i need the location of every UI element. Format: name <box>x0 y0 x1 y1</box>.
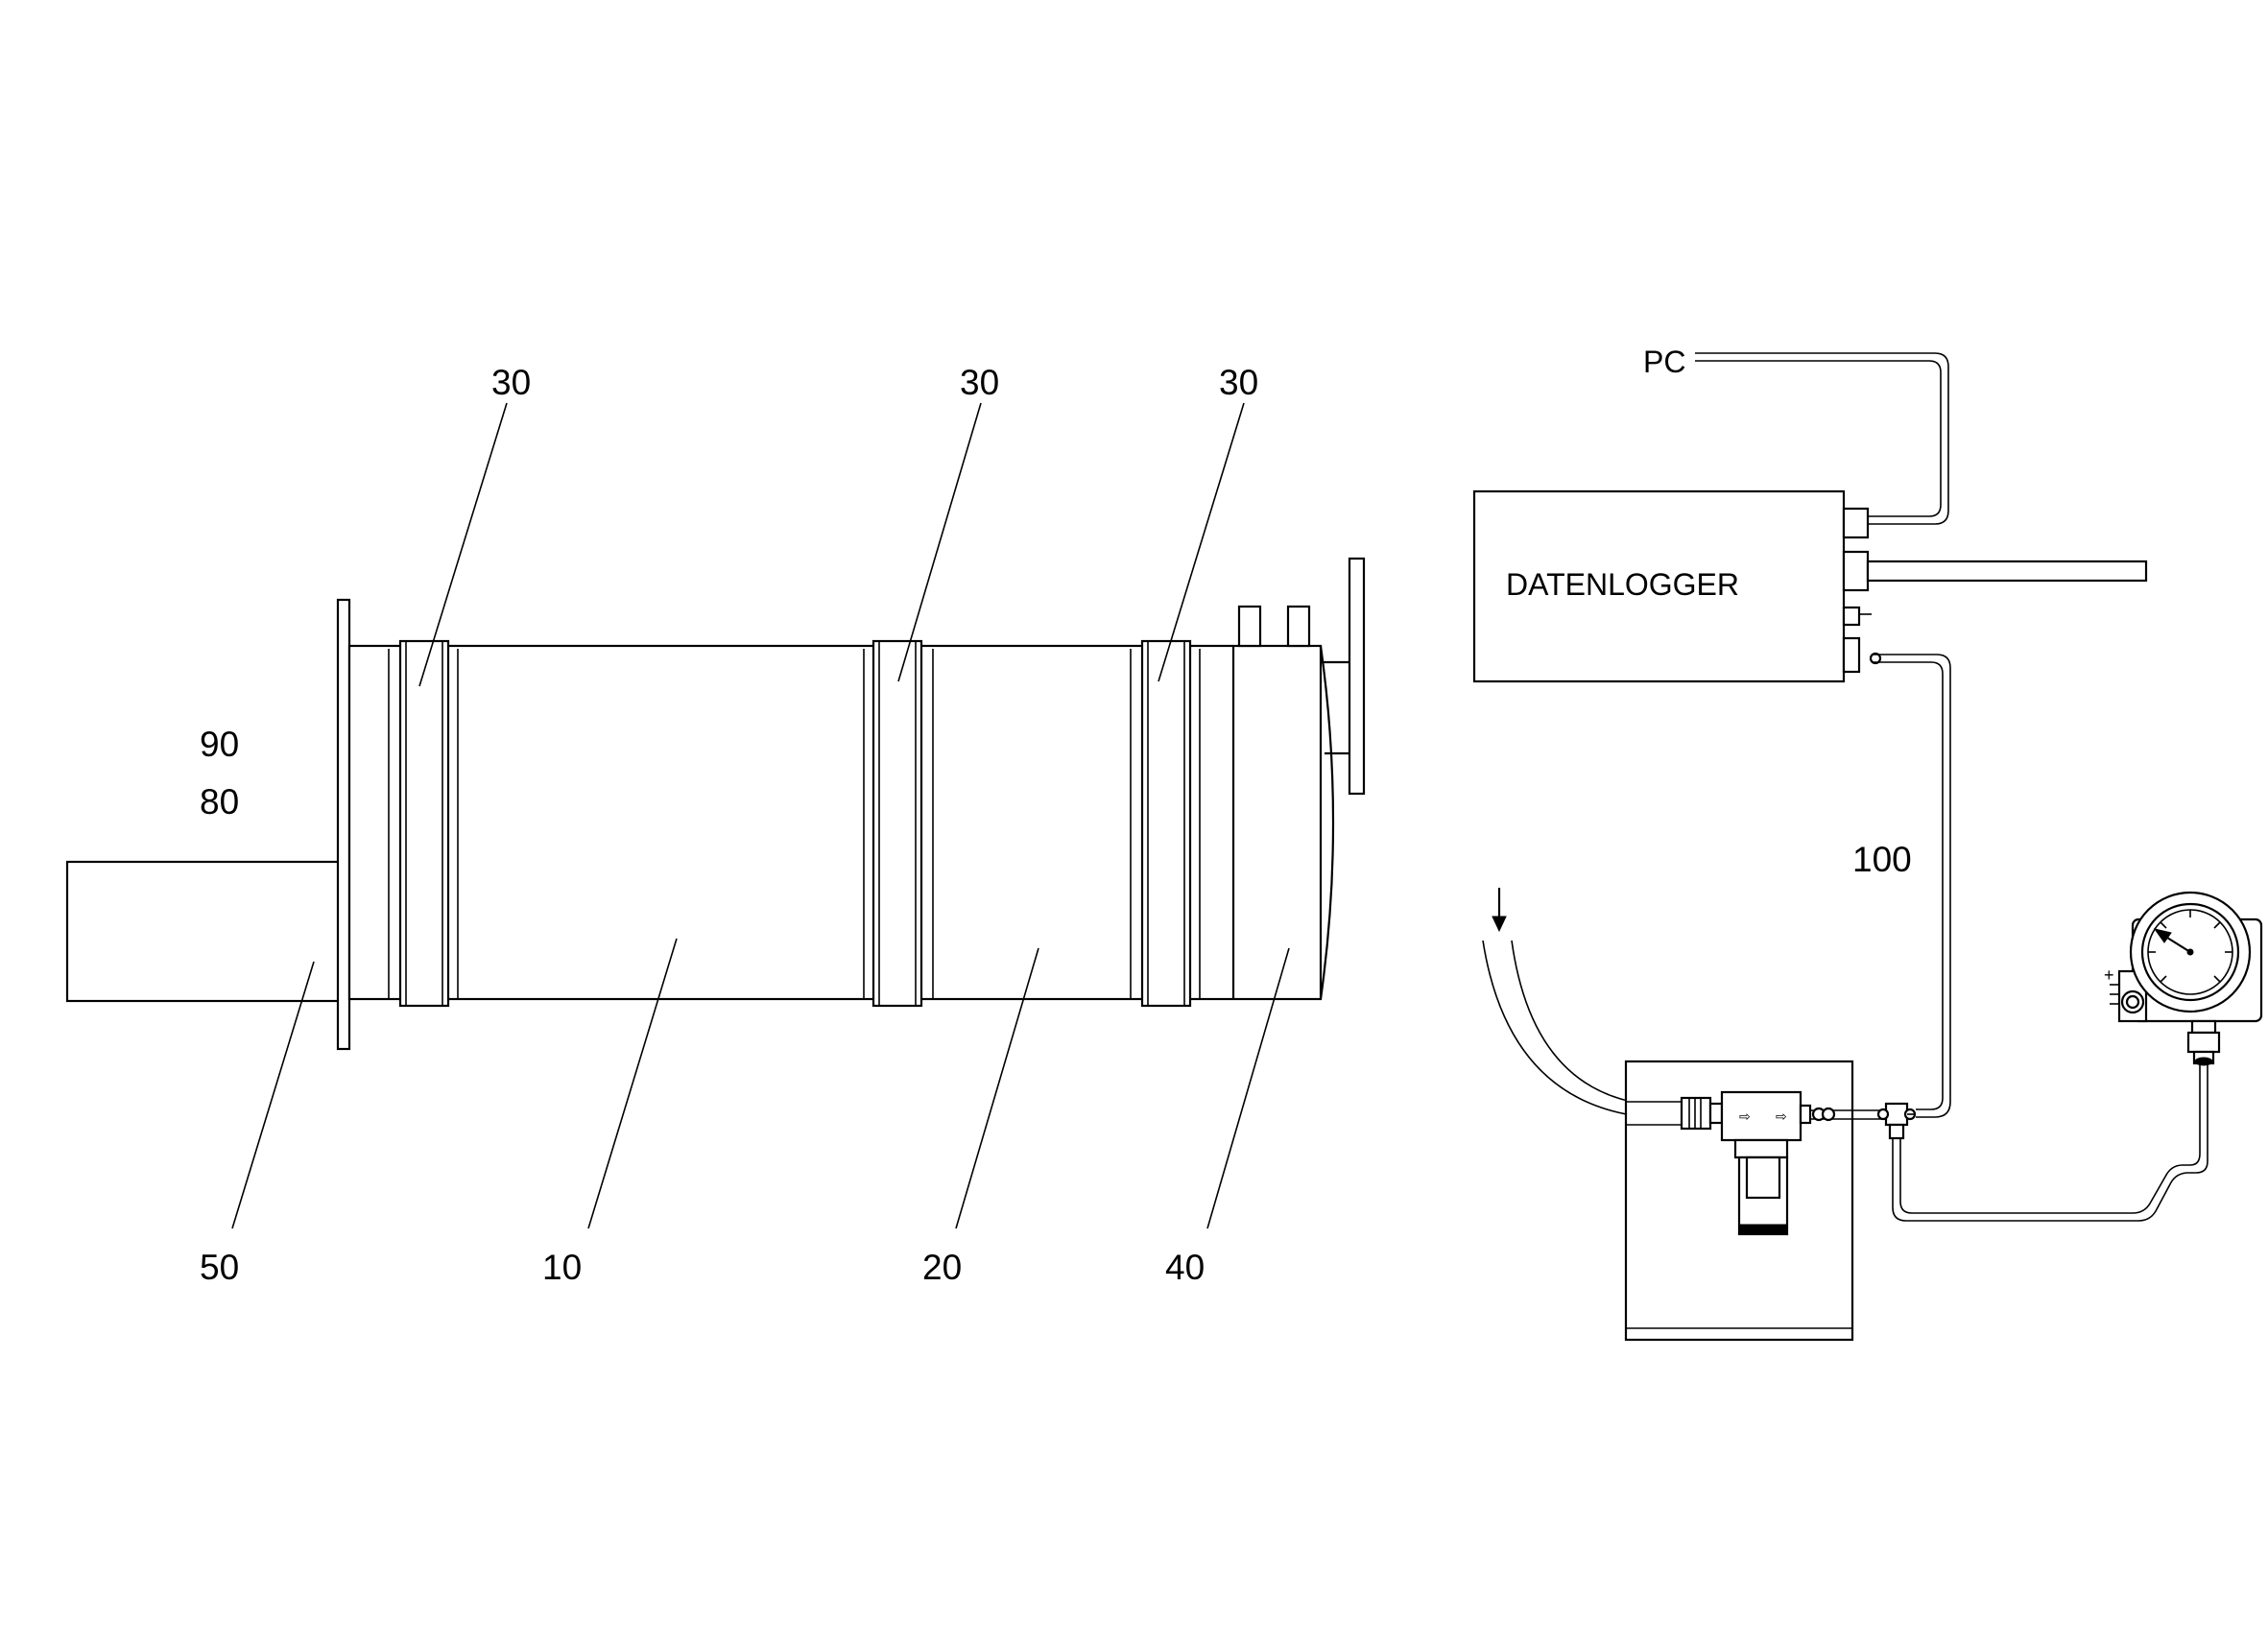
top-stub-1 <box>1237 605 1262 648</box>
label-20: 20 <box>922 1248 962 1287</box>
left-flange <box>336 598 351 1051</box>
label-40: 40 <box>1165 1248 1205 1287</box>
clamp-ring-2 <box>863 639 934 1008</box>
label-pc: PC <box>1643 345 1685 379</box>
gauge-tube <box>1892 1063 2208 1222</box>
outlet-pipe <box>65 860 343 1003</box>
label-100: 100 <box>1852 840 1912 879</box>
pc-cable <box>1695 352 1949 525</box>
pressure-gauge: + <box>2104 891 2263 1066</box>
top-stub-2 <box>1286 605 1311 648</box>
label-30-ring1: 30 <box>491 363 531 402</box>
side-cable <box>1866 560 2148 583</box>
signal-cable-100 <box>1872 654 1951 1118</box>
svg-text:⇨: ⇨ <box>1739 1108 1751 1124</box>
t-fitting <box>1884 1102 1909 1127</box>
label-90: 90 <box>200 725 239 764</box>
svg-text:+: + <box>2104 965 2114 985</box>
datalogger-box <box>1472 489 1846 683</box>
measurement-setup: PC DATENLOGGER 100 <box>1472 345 2263 1342</box>
silencer-assembly <box>65 557 1366 1051</box>
datalogger-label: DATENLOGGER <box>1506 567 1739 602</box>
label-10: 10 <box>542 1248 582 1287</box>
clamp-ring-1 <box>388 639 459 1008</box>
leader-lines <box>231 402 1290 1229</box>
intake-hose <box>1482 940 1633 1116</box>
label-50: 50 <box>200 1248 239 1287</box>
label-80: 80 <box>200 782 239 822</box>
svg-text:⇨: ⇨ <box>1776 1108 1787 1124</box>
end-cap <box>1319 645 1335 1000</box>
label-30-ring2: 30 <box>960 363 999 402</box>
clamp-ring-3 <box>1130 639 1201 1008</box>
right-flange <box>1348 557 1366 796</box>
pressure-sensor <box>1720 1090 1802 1142</box>
label-30-ring3: 30 <box>1219 363 1258 402</box>
